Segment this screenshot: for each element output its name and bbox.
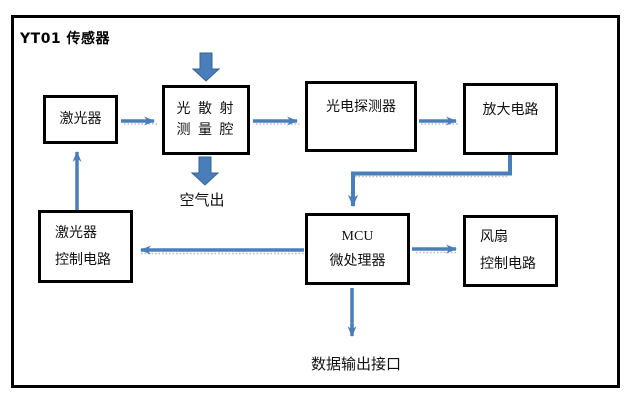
node-laser: 激光器 — [43, 95, 118, 144]
diagram-outer-border — [11, 15, 620, 388]
node-detector-label: 光电探测器 — [326, 100, 396, 115]
node-chamber-line1: 光 散 射 — [176, 102, 236, 117]
data-output-label: 数据输出接口 — [310, 357, 401, 373]
diagram-title: YT01 传感器 — [20, 31, 111, 47]
node-laser-label: 激光器 — [59, 112, 102, 127]
node-mcu-line1: MCU — [341, 229, 374, 244]
node-mcu: MCU 微处理器 — [305, 213, 410, 285]
node-amplifier-label: 放大电路 — [482, 102, 539, 118]
node-fan-control: 风扇 控制电路 — [463, 215, 558, 287]
air-out-label: 空气出 — [179, 193, 225, 209]
node-amplifier: 放大电路 — [463, 83, 558, 155]
node-chamber-line2: 测 量 腔 — [176, 123, 236, 138]
node-mcu-line2: 微处理器 — [329, 254, 386, 269]
node-fan-control-line1: 风扇 — [480, 230, 508, 245]
node-laser-control-line1: 激光器 — [55, 225, 97, 241]
node-detector: 光电探测器 — [305, 81, 417, 152]
node-fan-control-line2: 控制电路 — [480, 257, 536, 272]
node-chamber: 光 散 射 测 量 腔 — [162, 85, 250, 155]
node-laser-control-line2: 控制电路 — [55, 252, 111, 268]
node-laser-control: 激光器 控制电路 — [38, 210, 133, 283]
